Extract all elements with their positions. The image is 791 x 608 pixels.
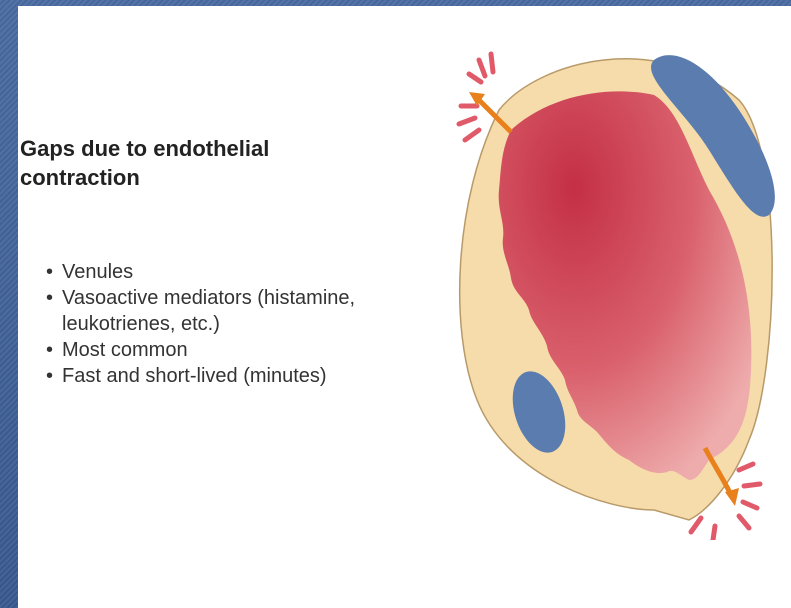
bullet-list: Venules Vasoactive mediators (histamine,… [46, 259, 426, 389]
bullet-item: Vasoactive mediators (histamine, leukotr… [46, 285, 392, 337]
bullet-item: Fast and short-lived (minutes) [46, 363, 426, 389]
heading-line-1: Gaps due to endothelial [20, 134, 360, 163]
slide-heading: Gaps due to endothelial contraction [20, 134, 360, 192]
heading-line-2: contraction [20, 163, 360, 192]
vessel-diagram [439, 40, 779, 540]
leak-top-left [459, 54, 511, 140]
slide-panel: Gaps due to endothelial contraction Venu… [18, 6, 791, 608]
bullet-item: Most common [46, 337, 426, 363]
bullet-item: Venules [46, 259, 426, 285]
